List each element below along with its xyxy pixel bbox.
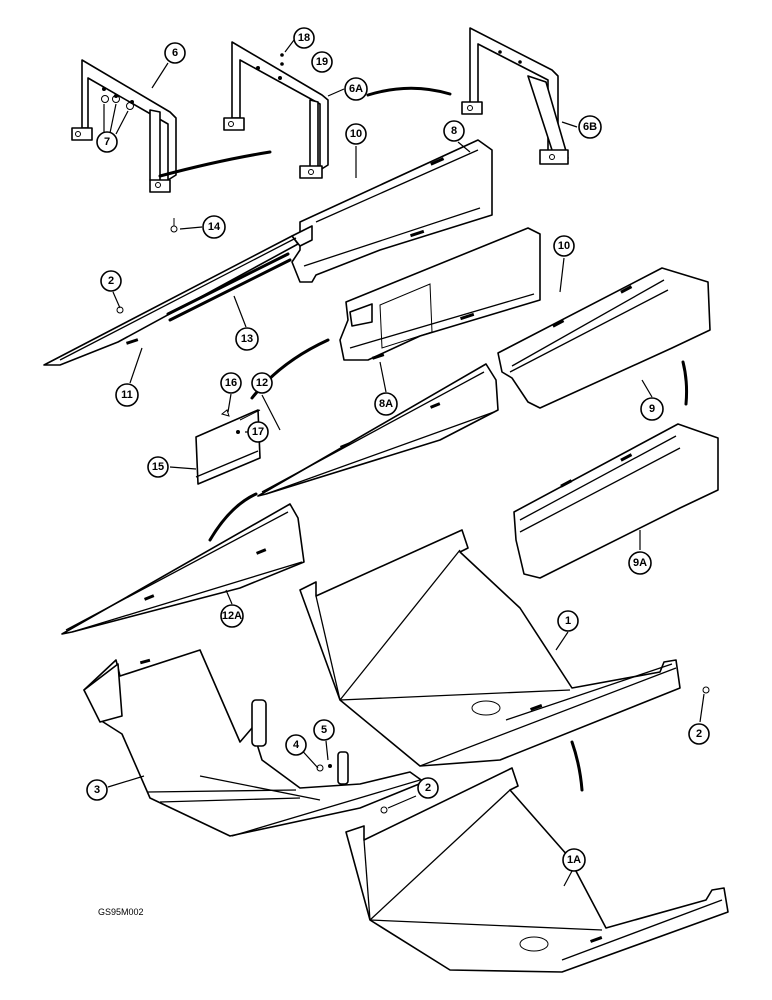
bracket-6b bbox=[461, 27, 569, 165]
callout-label: 2 bbox=[696, 728, 702, 740]
callout-label: 18 bbox=[298, 32, 310, 44]
callout-8a: 8A bbox=[374, 392, 398, 416]
callout-label: 4 bbox=[293, 739, 300, 751]
callout-17: 17 bbox=[247, 421, 269, 443]
callout-label: 1A bbox=[567, 854, 581, 866]
plate-15 bbox=[195, 409, 261, 485]
callout-6a: 6A bbox=[344, 77, 368, 101]
callout-18: 18 bbox=[293, 27, 315, 49]
callout-label: 6 bbox=[172, 47, 178, 59]
callout-9: 9 bbox=[640, 397, 664, 421]
callout-label: 10 bbox=[558, 240, 570, 252]
assembly-arc bbox=[366, 86, 452, 97]
callout-13: 13 bbox=[235, 327, 259, 351]
callout-11: 11 bbox=[115, 383, 139, 407]
strip-12a bbox=[61, 503, 305, 635]
hardware-18-19 bbox=[280, 53, 284, 66]
assembly-arc bbox=[570, 740, 584, 792]
callout-label: 6A bbox=[349, 83, 363, 95]
strip-11 bbox=[43, 235, 299, 366]
callout-3: 3 bbox=[86, 779, 108, 801]
callout-4: 4 bbox=[285, 734, 307, 756]
callout-14: 14 bbox=[202, 215, 226, 239]
callout-label: 5 bbox=[321, 724, 327, 736]
shield-3 bbox=[83, 649, 425, 837]
hardware-4-5 bbox=[316, 764, 332, 772]
callout-10: 10 bbox=[345, 123, 367, 145]
callout-label: 7 bbox=[104, 136, 110, 148]
strip-12 bbox=[257, 363, 499, 497]
callout-2: 2 bbox=[100, 270, 122, 292]
callout-10: 10 bbox=[553, 235, 575, 257]
callout-label: 1 bbox=[565, 615, 571, 627]
callout-label: 13 bbox=[241, 333, 253, 345]
callout-label: 2 bbox=[108, 275, 114, 287]
callout-5: 5 bbox=[313, 719, 335, 741]
bracket-6a bbox=[223, 41, 329, 179]
callout-label: 6B bbox=[583, 121, 597, 133]
callout-label: 2 bbox=[425, 782, 431, 794]
panel-8a bbox=[339, 227, 541, 361]
callout-label: 17 bbox=[252, 426, 264, 438]
callout-8: 8 bbox=[443, 120, 465, 142]
callout-7: 7 bbox=[96, 131, 118, 153]
callout-label: 19 bbox=[316, 56, 328, 68]
callout-2: 2 bbox=[417, 777, 439, 799]
bolt-14 bbox=[170, 218, 178, 233]
callout-15: 15 bbox=[147, 456, 169, 478]
callout-9a: 9A bbox=[628, 551, 652, 575]
callout-16: 16 bbox=[220, 372, 242, 394]
seal-13 bbox=[166, 252, 290, 316]
callout-label: 3 bbox=[94, 784, 100, 796]
panel-9 bbox=[497, 267, 711, 409]
assembly-arc bbox=[208, 492, 258, 542]
callout-label: 8 bbox=[451, 125, 457, 137]
callout-label: 14 bbox=[208, 221, 221, 233]
drawing-code: GS95M002 bbox=[98, 907, 144, 917]
callout-label: 16 bbox=[225, 377, 237, 389]
panel-8 bbox=[291, 139, 493, 283]
callout-label: 10 bbox=[350, 128, 362, 140]
callout-1a: 1A bbox=[562, 848, 586, 872]
callout-label: 11 bbox=[121, 389, 133, 401]
callout-1: 1 bbox=[557, 610, 579, 632]
callout-label: 8A bbox=[379, 398, 393, 410]
panel-9a bbox=[513, 423, 719, 579]
callout-19: 19 bbox=[311, 51, 333, 73]
callout-12a: 12A bbox=[220, 604, 244, 628]
callout-6: 6 bbox=[164, 42, 186, 64]
shield-1a bbox=[345, 767, 729, 973]
assembly-arc bbox=[158, 150, 272, 178]
callout-label: 12A bbox=[222, 610, 242, 622]
seal-13-strip bbox=[168, 258, 292, 322]
callout-label: 12 bbox=[256, 377, 268, 389]
assembly-arc bbox=[681, 360, 689, 406]
callout-label: 9 bbox=[649, 403, 655, 415]
callout-6b: 6B bbox=[578, 115, 602, 139]
callout-label: 15 bbox=[152, 461, 164, 473]
shield-1 bbox=[299, 529, 681, 767]
bracket-6 bbox=[71, 59, 177, 193]
callout-12: 12 bbox=[251, 372, 273, 394]
hardware-7 bbox=[101, 95, 134, 110]
callout-label: 9A bbox=[633, 557, 647, 569]
callout-2: 2 bbox=[688, 723, 710, 745]
fastener-16-17 bbox=[220, 409, 240, 434]
